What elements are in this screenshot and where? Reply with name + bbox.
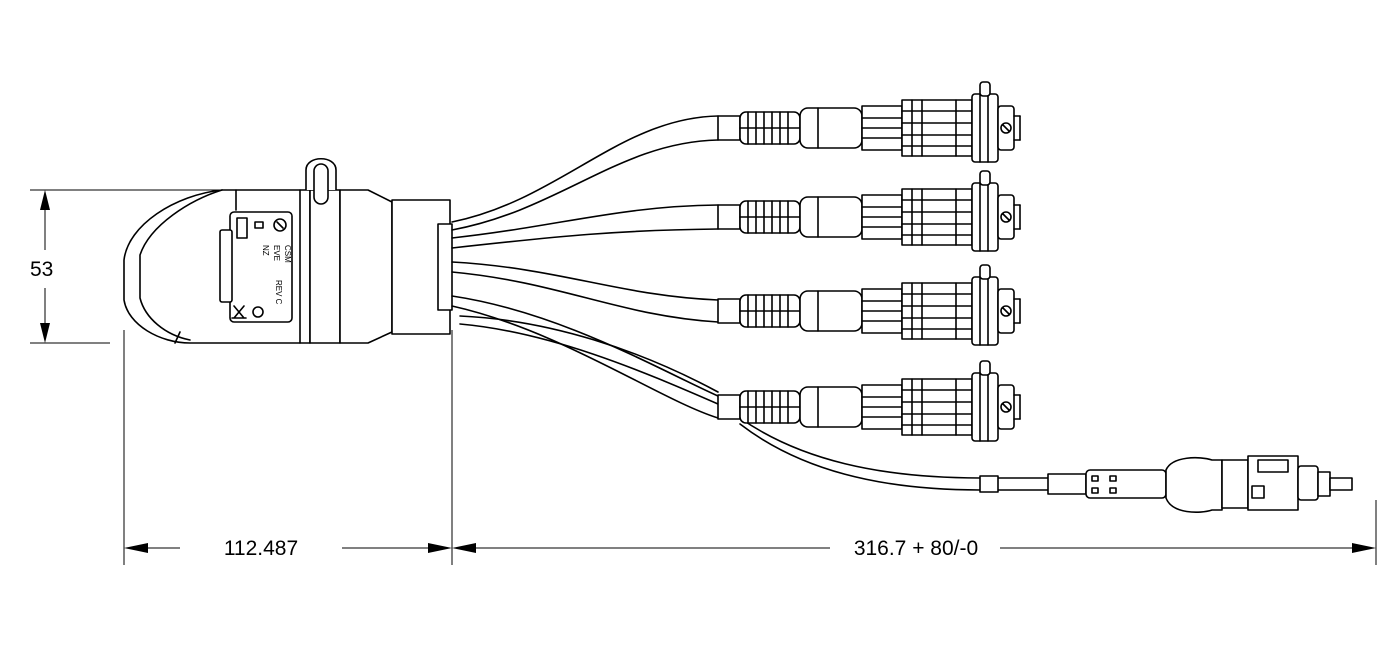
weee-bin-icon (231, 305, 247, 319)
label-line2: EVE (272, 245, 281, 261)
fanout-connector-3 (717, 264, 1021, 346)
dimension-height-label: 53 (30, 258, 53, 281)
fanout-connector-2 (717, 170, 1021, 252)
fanout-connector-4 (717, 360, 1021, 442)
mpo-connector (979, 455, 1353, 513)
label-plate: CSM EVE NZ REV C (219, 211, 293, 323)
dimension-body-length-label: 112.487 (224, 537, 298, 560)
dimension-height: 53 (30, 189, 222, 344)
connector-body (299, 157, 453, 344)
label-line1: CSM (283, 245, 292, 263)
fanout-connector-1 (717, 81, 1021, 163)
label-line3: NZ (261, 245, 270, 256)
ground-symbol-icon (252, 306, 264, 318)
dimension-body-length: 112.487 (124, 537, 452, 560)
dimension-cable-length-label: 316.7 + 80/-0 (854, 537, 978, 560)
label-rev: REV C (274, 280, 283, 305)
dimension-cable-length: 316.7 + 80/-0 (452, 537, 1376, 560)
fanout-cables (451, 115, 1049, 491)
connector-hood (123, 189, 301, 344)
